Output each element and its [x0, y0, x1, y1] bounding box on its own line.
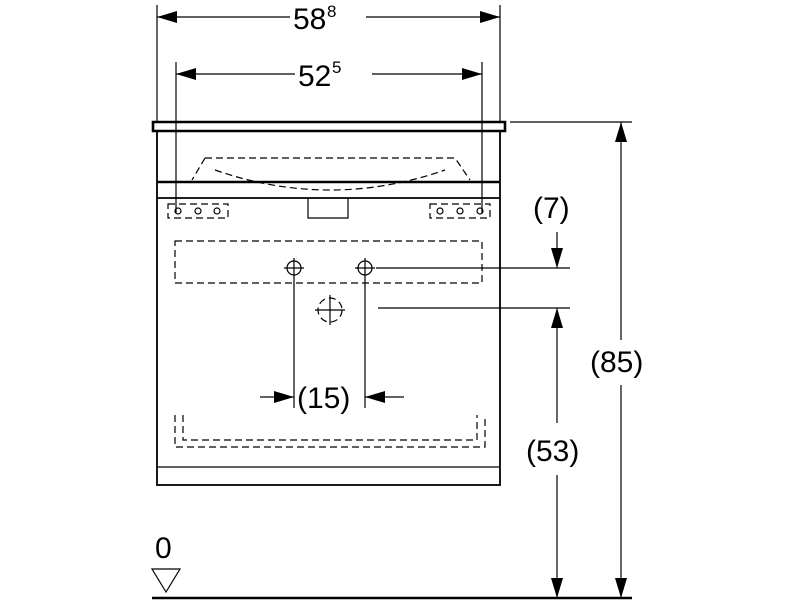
dimension-outlet-spacing: (15) — [260, 278, 404, 415]
bolt-hole-left-2 — [194, 207, 202, 215]
floor-level-triangle — [150, 568, 182, 594]
dimension-drain-height: (53) — [378, 307, 579, 598]
bolt-hole-right-1 — [436, 207, 444, 215]
basin-top-slab — [151, 120, 507, 133]
dimension-inner-width: 52 5 — [175, 58, 483, 213]
drain-height-label: (53) — [526, 435, 579, 468]
dimension-top-offset: (7) — [376, 192, 570, 269]
bolt-hole-left-3 — [213, 207, 221, 215]
floor-level-label: 0 — [155, 532, 172, 565]
bolt-hole-left-1 — [174, 207, 182, 215]
basin-bowl-outline — [191, 157, 471, 191]
inner-width-label: 52 — [298, 60, 331, 93]
bolt-hole-right-3 — [476, 207, 484, 215]
mount-right — [429, 203, 491, 219]
dimension-overall-width: 58 8 — [156, 2, 501, 122]
dimension-total-height: (85) — [510, 121, 643, 598]
mount-left — [167, 203, 229, 219]
drawer-lower-outline — [174, 415, 486, 448]
top-offset-label: (7) — [533, 192, 570, 225]
overall-width-label: 58 — [293, 3, 326, 36]
floor-reference: 0 — [150, 532, 632, 600]
inner-width-superscript: 5 — [332, 58, 341, 77]
vanity-cabinet — [151, 120, 507, 486]
total-height-label: (85) — [590, 346, 643, 379]
drawer-upper-outline — [174, 240, 483, 284]
siphon-cutout — [307, 198, 349, 219]
supply-connections — [284, 258, 375, 325]
overall-width-superscript: 8 — [327, 2, 336, 21]
bolt-hole-right-2 — [456, 207, 464, 215]
outlet-spacing-label: (15) — [297, 382, 350, 415]
